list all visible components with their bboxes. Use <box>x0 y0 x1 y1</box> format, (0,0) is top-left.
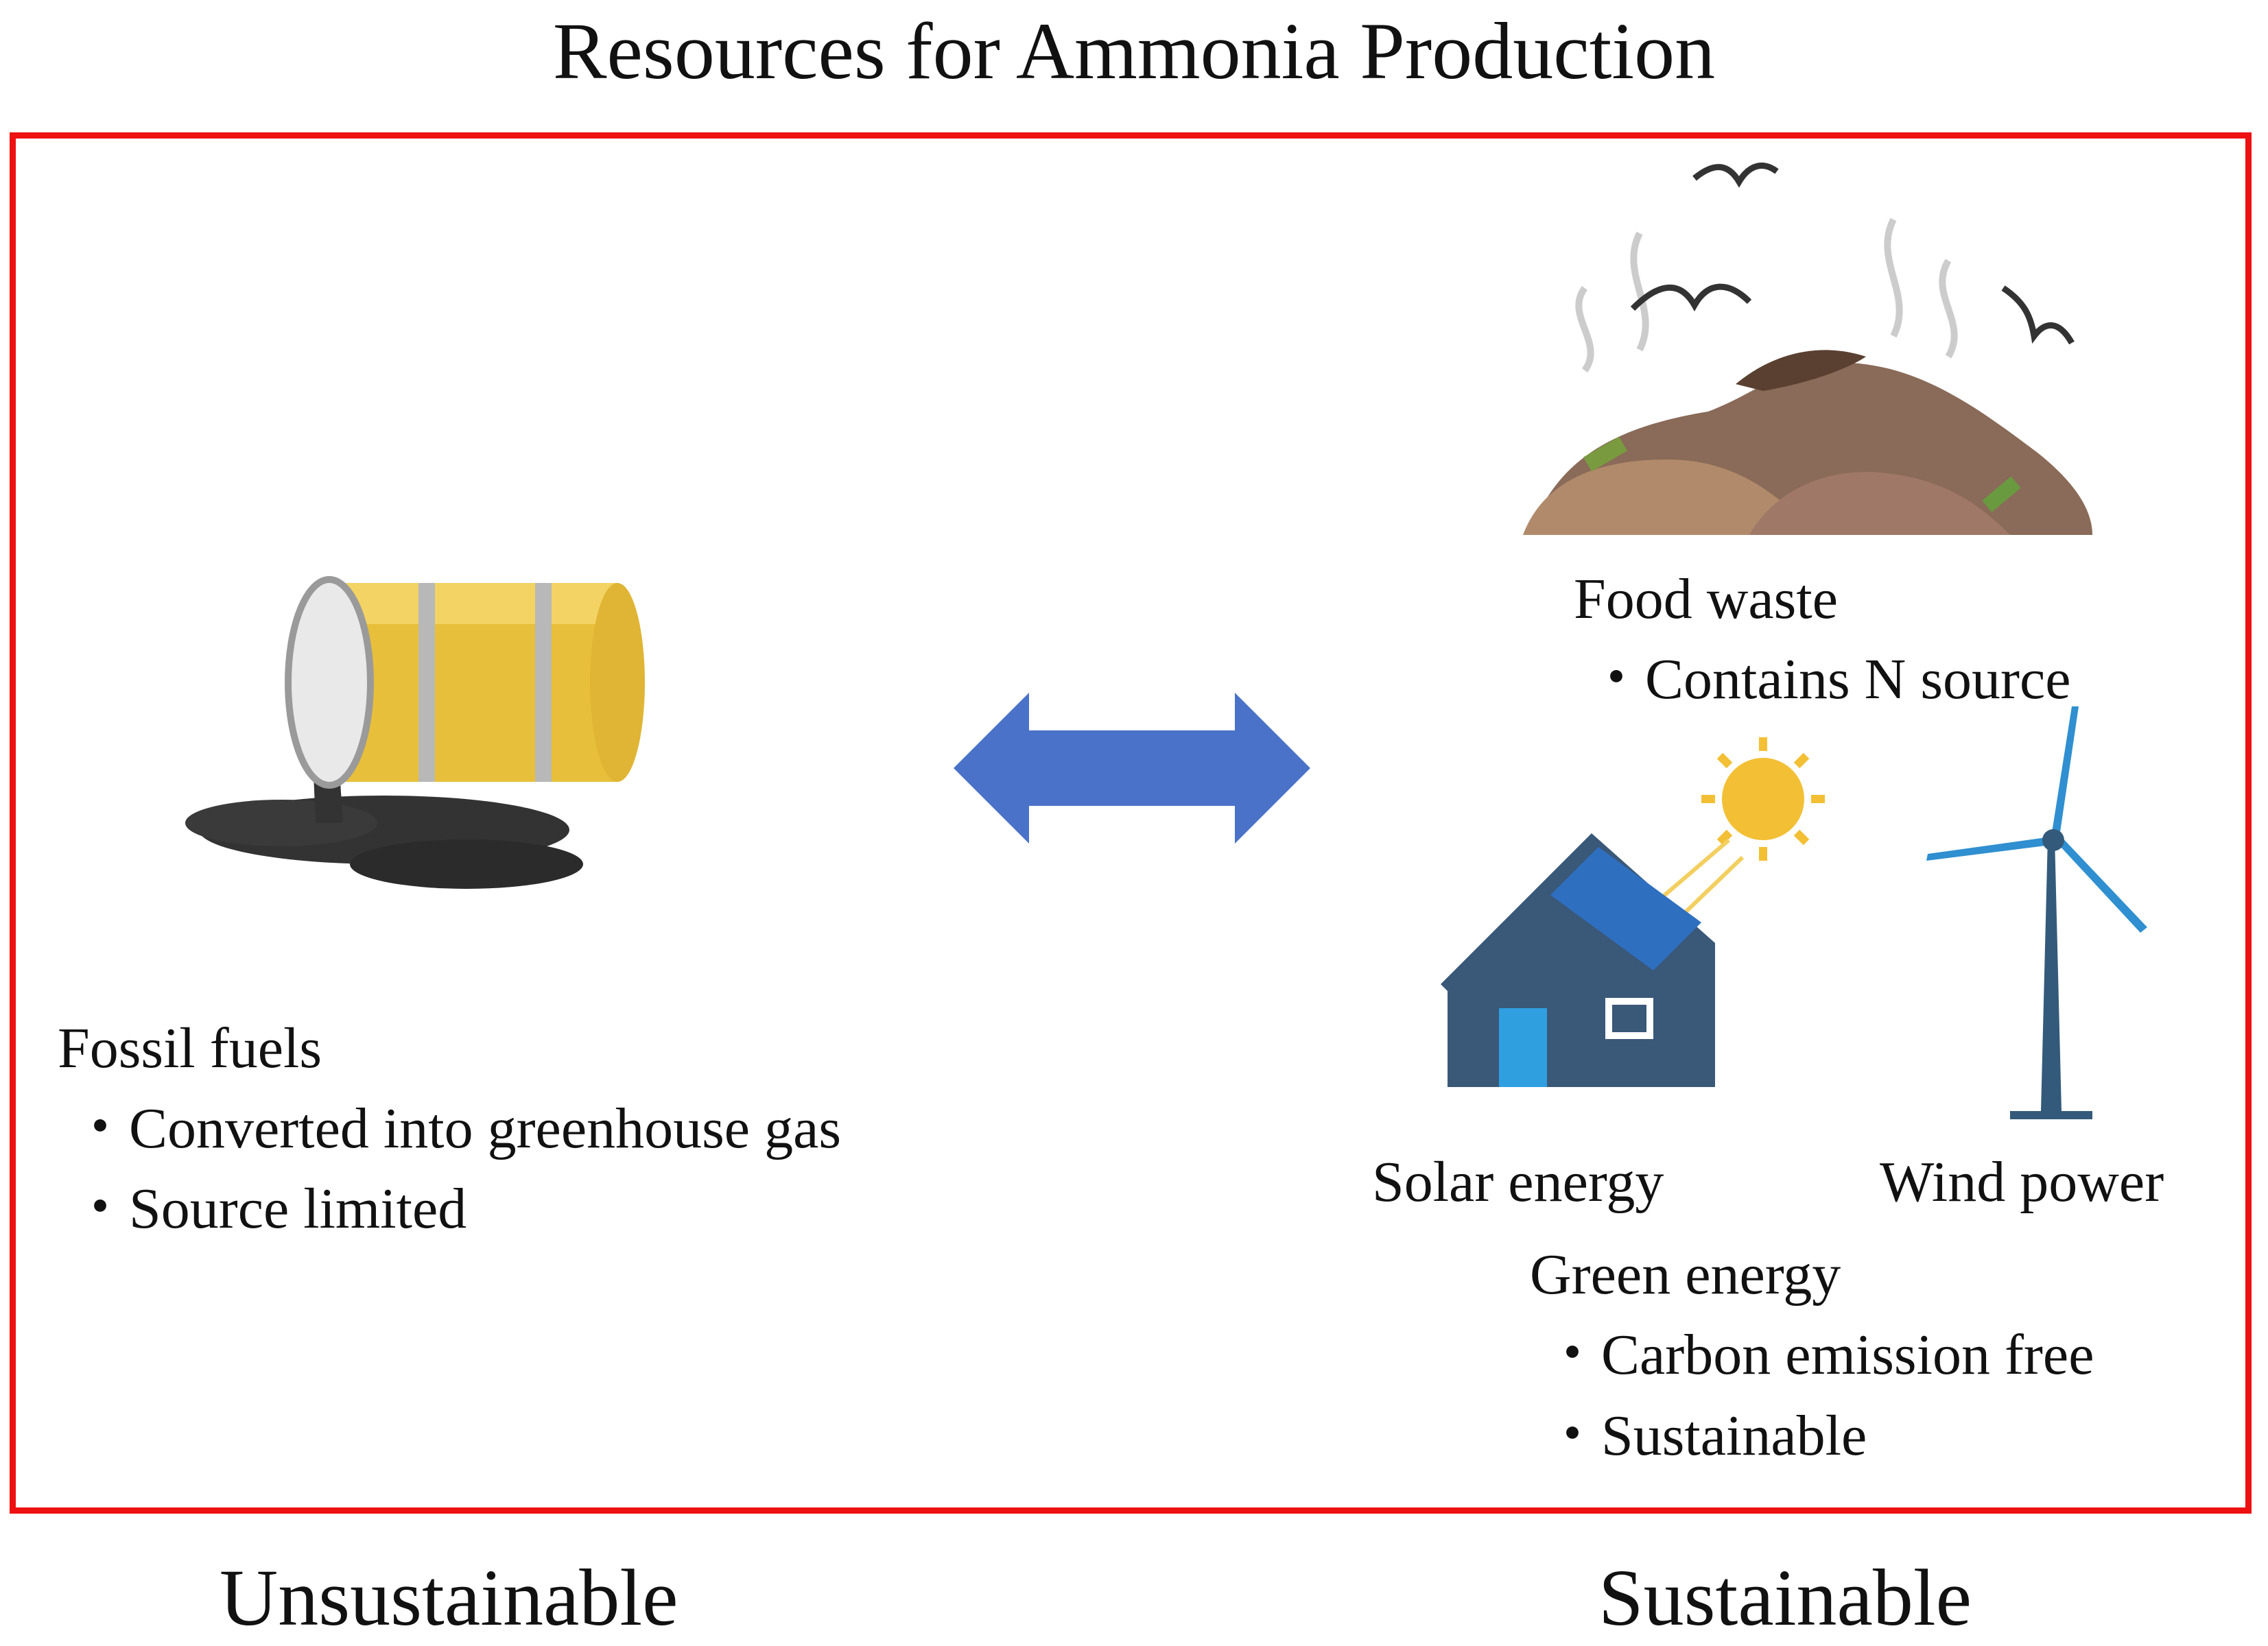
diagram-title: Resources for Ammonia Production <box>552 6 1716 96</box>
green-energy-heading: Green energy <box>1530 1243 1841 1307</box>
fossil-point-limited: ・Source limited <box>71 1177 467 1241</box>
wind-power-label: Wind power <box>1880 1150 2164 1214</box>
sustainable-label: Sustainable <box>1598 1553 1972 1643</box>
oil-barrel-icon <box>185 576 645 889</box>
solar-energy-label: Solar energy <box>1372 1150 1664 1214</box>
unsustainable-label: Unsustainable <box>220 1553 678 1643</box>
food-point-nitrogen: ・Contains N source <box>1587 647 2071 711</box>
green-point-carbon: ・Carbon emission free <box>1544 1323 2094 1387</box>
resources-frame <box>10 132 2252 1514</box>
double-arrow-icon <box>954 693 1310 844</box>
solar-house-icon <box>1441 737 1825 1087</box>
fossil-fuels-heading: Fossil fuels <box>58 1016 322 1080</box>
green-point-sustainable: ・Sustainable <box>1544 1404 1867 1468</box>
food-waste-heading: Food waste <box>1574 567 1838 631</box>
fossil-point-greenhouse: ・Converted into greenhouse gas <box>71 1097 842 1160</box>
food-waste-pile-icon <box>1523 163 2092 535</box>
wind-turbine-icon <box>1926 706 2147 1119</box>
